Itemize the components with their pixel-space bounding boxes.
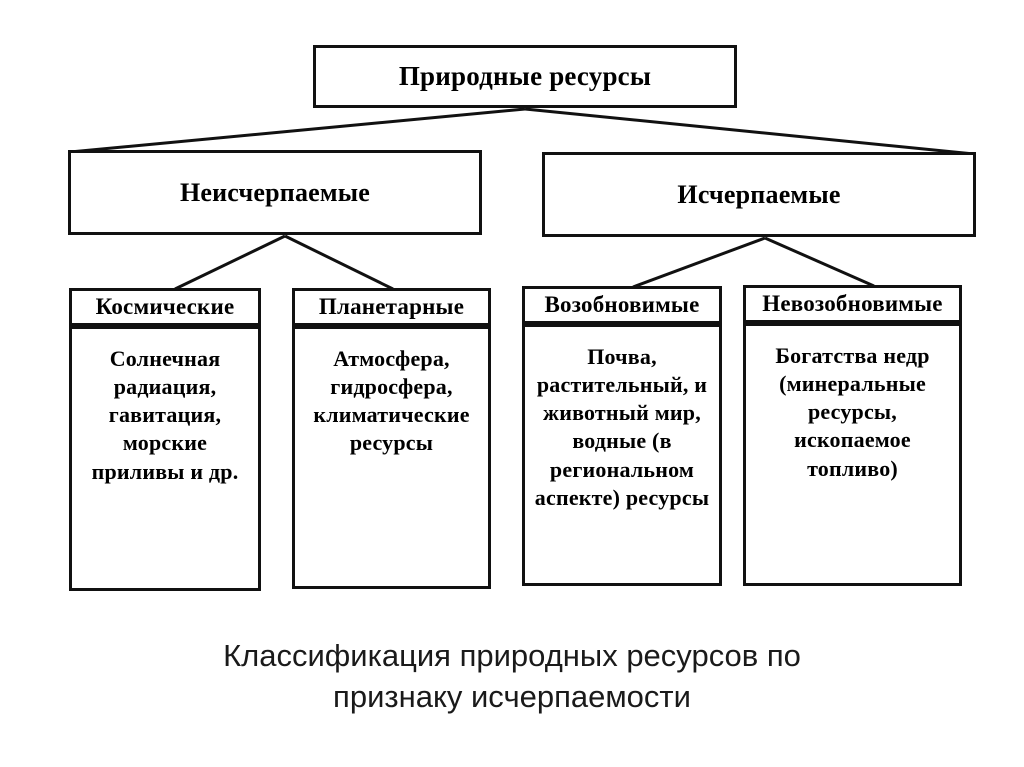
connector-exhaustible-to-nonrenewable: [764, 236, 875, 288]
node-nonrenewable-body-text: Богатства недр (минеральные ресурсы, иск…: [775, 343, 930, 481]
node-exhaustible-label: Исчерпаемые: [677, 179, 841, 209]
node-renewable-body-text: Почва, растительный, и животный мир, вод…: [534, 344, 710, 510]
node-cosmic-body-text: Солнечная радиация, гавитация, морские п…: [91, 346, 239, 484]
node-planetary-body: Атмосфера, гидросфера, климатические рес…: [292, 326, 491, 589]
node-renewable-body: Почва, растительный, и животный мир, вод…: [522, 324, 722, 586]
diagram-caption: Классификация природных ресурсов по приз…: [112, 636, 912, 718]
connector-exhaustible-to-renewable: [632, 236, 766, 289]
node-cosmic-header: Космические: [69, 288, 261, 326]
connector-root-to-inexhaustible: [69, 107, 526, 154]
node-planetary-header: Планетарные: [292, 288, 491, 326]
node-renewable-header-label: Возобновимые: [544, 292, 700, 318]
node-natural-resources-label: Природные ресурсы: [398, 61, 652, 92]
diagram-caption-line-2: признаку исчерпаемости: [333, 678, 691, 714]
node-inexhaustible-label: Неисчерпаемые: [179, 177, 371, 207]
node-planetary-header-label: Планетарные: [318, 294, 465, 320]
connector-root-to-exhaustible: [524, 107, 975, 156]
node-inexhaustible: Неисчерпаемые: [68, 150, 482, 235]
connector-inexhaustible-to-planetary: [284, 234, 394, 291]
node-cosmic-header-label: Космические: [95, 294, 235, 320]
node-planetary-body-text: Атмосфера, гидросфера, климатические рес…: [313, 346, 470, 456]
node-nonrenewable-header-label: Невозобновимые: [762, 291, 943, 317]
node-nonrenewable-body: Богатства недр (минеральные ресурсы, иск…: [743, 323, 962, 586]
node-renewable-header: Возобновимые: [522, 286, 722, 324]
connector-inexhaustible-to-cosmic: [174, 234, 286, 291]
node-nonrenewable-header: Невозобновимые: [743, 285, 962, 323]
diagram-caption-line-1: Классификация природных ресурсов по: [223, 638, 801, 673]
node-cosmic-body: Солнечная радиация, гавитация, морские п…: [69, 326, 261, 591]
node-exhaustible: Исчерпаемые: [542, 152, 976, 237]
node-natural-resources: Природные ресурсы: [313, 45, 737, 108]
